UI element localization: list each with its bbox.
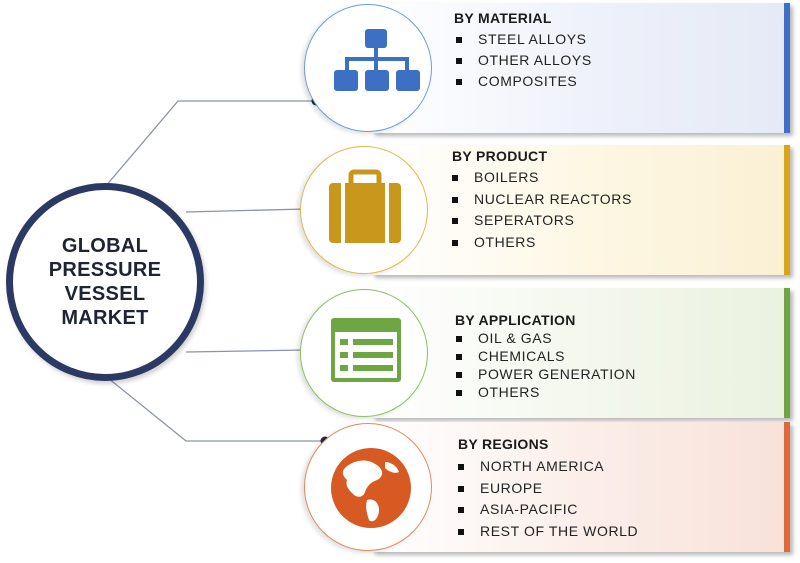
list-item: POWER GENERATION	[456, 366, 636, 384]
segment-title-material: BY MATERIAL	[454, 10, 552, 26]
application-icon-circle	[300, 289, 428, 417]
regions-icon-circle	[304, 423, 432, 551]
segment-card-application: BY APPLICATION OIL & GAS CHEMICALS POWER…	[372, 288, 790, 418]
segment-title-application: BY APPLICATION	[455, 312, 576, 328]
segment-list-material: STEEL ALLOYS OTHER ALLOYS COMPOSITES	[456, 31, 592, 94]
form-list-icon	[331, 318, 401, 382]
list-item: ASIA-PACIFIC	[458, 501, 638, 523]
list-item: OTHERS	[456, 384, 636, 402]
globe-icon	[331, 448, 411, 528]
segment-card-material: BY MATERIAL STEEL ALLOYS OTHER ALLOYS CO…	[372, 3, 790, 133]
list-item: OTHER ALLOYS	[456, 52, 592, 73]
list-item: NORTH AMERICA	[458, 458, 638, 480]
list-item: EUROPE	[458, 480, 638, 502]
segment-title-product: BY PRODUCT	[452, 148, 548, 164]
list-item: REST OF THE WORLD	[458, 523, 638, 545]
hierarchy-icon	[334, 29, 420, 91]
segment-card-product: BY PRODUCT BOILERS NUCLEAR REACTORS SEPE…	[372, 145, 790, 275]
list-item: OTHERS	[452, 234, 632, 256]
briefcase-icon	[329, 169, 401, 243]
list-item: STEEL ALLOYS	[456, 31, 592, 52]
connector-application	[185, 349, 306, 353]
connector-product	[185, 208, 307, 213]
list-item: OIL & GAS	[456, 330, 636, 348]
market-center-circle: GLOBAL PRESSURE VESSEL MARKET	[6, 183, 204, 381]
market-title: GLOBAL PRESSURE VESSEL MARKET	[48, 235, 162, 329]
product-icon-circle	[300, 146, 428, 274]
segment-list-regions: NORTH AMERICA EUROPE ASIA-PACIFIC REST O…	[458, 458, 638, 544]
list-item: NUCLEAR REACTORS	[452, 191, 632, 213]
material-icon-circle	[304, 4, 432, 132]
list-item: BOILERS	[452, 169, 632, 191]
connector-regions	[107, 377, 325, 442]
list-item: CHEMICALS	[456, 348, 636, 366]
list-item: SEPERATORS	[452, 212, 632, 234]
segment-card-regions: BY REGIONS NORTH AMERICA EUROPE ASIA-PAC…	[372, 422, 790, 552]
segment-list-application: OIL & GAS CHEMICALS POWER GENERATION OTH…	[456, 330, 636, 402]
segment-list-product: BOILERS NUCLEAR REACTORS SEPERATORS OTHE…	[452, 169, 632, 255]
list-item: COMPOSITES	[456, 73, 592, 94]
segment-title-regions: BY REGIONS	[458, 436, 549, 452]
connector-material	[104, 100, 316, 188]
